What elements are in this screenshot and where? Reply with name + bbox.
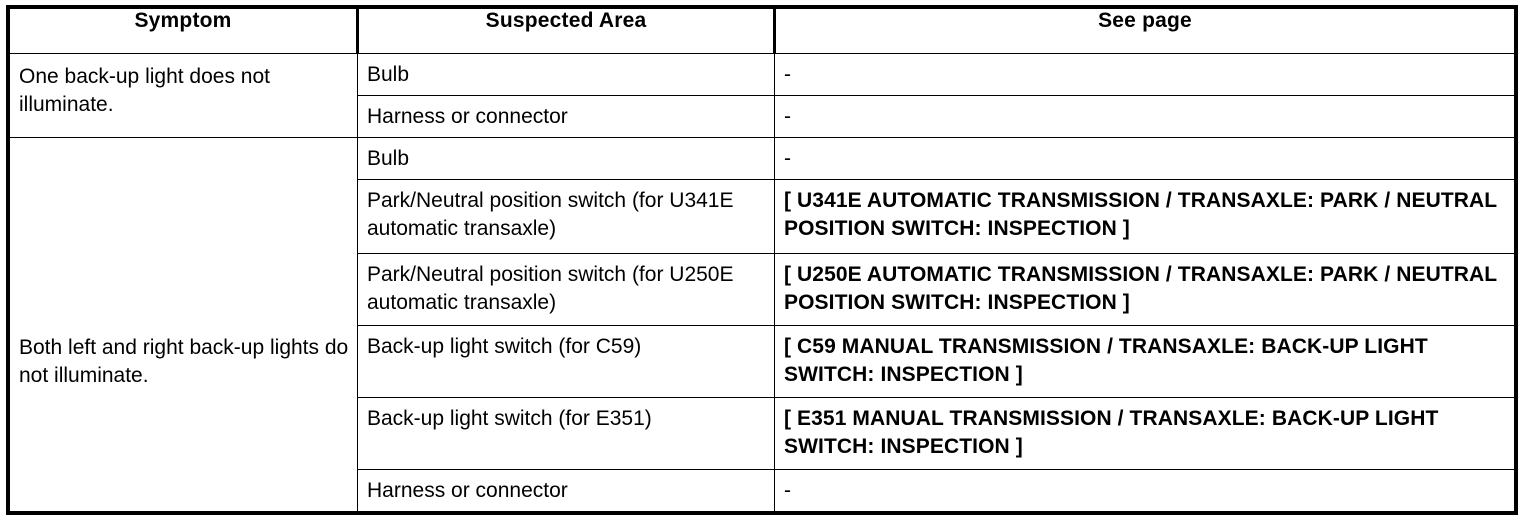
suspected-area-cell: Bulb <box>357 53 775 96</box>
column-header-suspected-area: Suspected Area <box>357 6 776 54</box>
see-page-text: - <box>784 479 791 502</box>
suspected-area-cell: Bulb <box>357 137 775 180</box>
table-row: Harness or connector - <box>8 468 1517 514</box>
suspected-area-text: Harness or connector <box>367 479 568 502</box>
suspected-area-cell: Park/Neutral position switch (for U341E … <box>357 179 775 254</box>
see-page-text: - <box>784 147 791 170</box>
see-page-reference: [ U250E AUTOMATIC TRANSMISSION / TRANSAX… <box>784 263 1497 314</box>
see-page-text: - <box>784 105 791 128</box>
see-page-cell: - <box>774 53 1517 96</box>
symptom-text: Both left and right back-up lights do no… <box>19 336 349 387</box>
diagnostic-trouble-table: Symptom Suspected Area See page One back… <box>6 5 1518 515</box>
see-page-cell: [ C59 MANUAL TRANSMISSION / TRANSAXLE: B… <box>774 325 1517 398</box>
see-page-text: - <box>784 63 791 86</box>
table-body: One back-up light does not illuminate. B… <box>7 53 1517 514</box>
suspected-area-text: Park/Neutral position switch (for U250E … <box>367 263 734 314</box>
symptom-text: One back-up light does not illuminate. <box>19 65 270 116</box>
see-page-cell: [ U250E AUTOMATIC TRANSMISSION / TRANSAX… <box>774 253 1517 326</box>
suspected-area-cell: Harness or connector <box>357 95 775 138</box>
suspected-area-text: Bulb <box>367 147 410 170</box>
suspected-area-text: Bulb <box>367 63 410 86</box>
symptom-cell-group-2: Both left and right back-up lights do no… <box>7 136 358 514</box>
column-header-see-page: See page <box>774 6 1517 54</box>
see-page-cell: [ E351 MANUAL TRANSMISSION / TRANSAXLE: … <box>774 397 1517 470</box>
suspected-area-text: Back-up light switch (for C59) <box>367 335 642 358</box>
see-page-reference: [ E351 MANUAL TRANSMISSION / TRANSAXLE: … <box>784 407 1439 458</box>
table-row: Back-up light switch (for C59) [ C59 MAN… <box>8 325 1517 398</box>
suspected-area-cell: Back-up light switch (for C59) <box>357 325 775 398</box>
see-page-reference: [ C59 MANUAL TRANSMISSION / TRANSAXLE: B… <box>784 335 1428 386</box>
table-header-row: Symptom Suspected Area See page <box>7 6 1517 54</box>
table-row: Park/Neutral position switch (for U250E … <box>8 253 1517 326</box>
see-page-reference: [ U341E AUTOMATIC TRANSMISSION / TRANSAX… <box>784 189 1497 240</box>
column-header-symptom: Symptom <box>7 6 359 54</box>
table-row: Park/Neutral position switch (for U341E … <box>8 179 1517 254</box>
table-row: Harness or connector - <box>8 95 1517 138</box>
suspected-area-cell: Back-up light switch (for E351) <box>357 397 775 470</box>
see-page-cell: - <box>774 95 1517 138</box>
table-header: Symptom Suspected Area See page <box>7 6 1517 54</box>
see-page-cell: [ U341E AUTOMATIC TRANSMISSION / TRANSAX… <box>774 179 1517 254</box>
see-page-cell: - <box>774 468 1517 514</box>
suspected-area-cell: Harness or connector <box>357 468 775 514</box>
suspected-area-text: Park/Neutral position switch (for U341E … <box>367 189 734 240</box>
table-row: Back-up light switch (for E351) [ E351 M… <box>8 397 1517 470</box>
table-row: Both left and right back-up lights do no… <box>7 136 1517 514</box>
suspected-area-cell: Park/Neutral position switch (for U250E … <box>357 253 775 326</box>
suspected-area-text: Harness or connector <box>367 105 568 128</box>
suspected-area-text: Back-up light switch (for E351) <box>367 407 652 430</box>
see-page-cell: - <box>774 137 1517 180</box>
table-row: One back-up light does not illuminate. B… <box>7 53 1517 138</box>
symptom-cell-group-1: One back-up light does not illuminate. <box>7 53 358 138</box>
